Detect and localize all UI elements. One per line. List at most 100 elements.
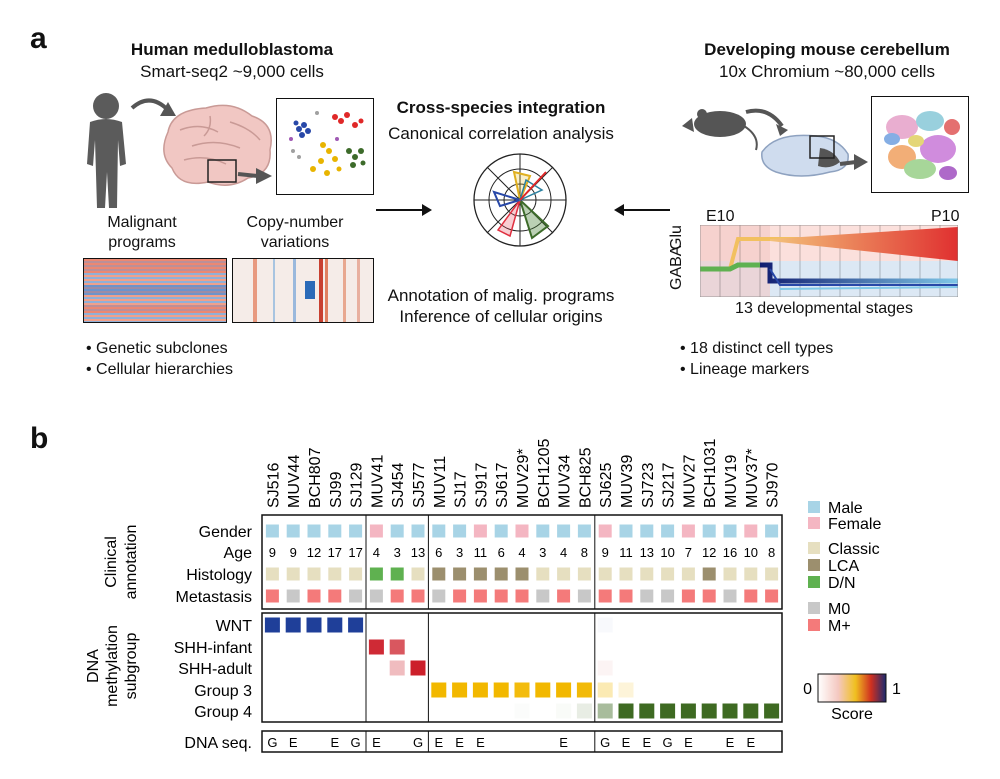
age-cell: 6 [435, 545, 442, 560]
gender-cell [577, 524, 591, 538]
gender-cell [640, 524, 654, 538]
age-cell: 10 [744, 545, 758, 560]
metastasis-cell [598, 589, 612, 603]
mouse-icon [682, 109, 758, 151]
gender-cell [744, 524, 758, 538]
histology-cell [765, 567, 779, 581]
histology-cell [640, 567, 654, 581]
age-cell: 3 [539, 545, 546, 560]
right-bullet-2: • Lineage markers [680, 361, 810, 378]
sample-label: BCH807 [307, 447, 324, 508]
legend-label: Classic [828, 541, 880, 558]
subgroup-score-cell [410, 660, 426, 676]
gender-cell [661, 524, 675, 538]
human-brain-illustration [87, 93, 272, 208]
metastasis-cell [473, 589, 487, 603]
gender-cell [515, 524, 529, 538]
metastasis-cell [744, 589, 758, 603]
gender-cell [702, 524, 716, 538]
e10-label: E10 [706, 208, 735, 225]
sample-label: SJ577 [411, 463, 428, 508]
metastasis-cell [390, 589, 404, 603]
sample-label: SJ970 [765, 463, 782, 508]
age-cell: 12 [702, 545, 716, 560]
right-bullet-1: • 18 distinct cell types [680, 340, 834, 357]
histology-cell [702, 567, 716, 581]
histology-cell [328, 567, 342, 581]
gender-cell [473, 524, 487, 538]
mouse-brain-illustration [682, 108, 868, 177]
left-bullet-2: • Cellular hierarchies [86, 361, 233, 378]
gender-cell [411, 524, 425, 538]
sample-label: BCH1031 [702, 439, 719, 508]
metastasis-cell [723, 589, 737, 603]
subgroup-score-cell [556, 703, 572, 719]
subgroup-score-cell [431, 682, 447, 698]
age-cell: 7 [685, 545, 692, 560]
age-cell: 17 [348, 545, 362, 560]
gender-cell [265, 524, 279, 538]
legend-label: LCA [828, 558, 859, 575]
gender-cell [453, 524, 467, 538]
legend-label: Male [828, 500, 863, 517]
histology-cell [536, 567, 550, 581]
sample-label: MUV39 [619, 455, 636, 508]
developmental-lineage-plot [700, 225, 958, 297]
child-silhouette-icon [87, 93, 126, 208]
histology-cell [557, 567, 571, 581]
age-cell: 11 [619, 545, 633, 560]
dna-seq-cell: G [663, 735, 673, 750]
subgroup-score-cell [576, 703, 592, 719]
age-cell: 13 [640, 545, 654, 560]
subgroup-score-cell [389, 639, 405, 655]
legend-label: M0 [828, 601, 850, 618]
metastasis-cell [619, 589, 633, 603]
legend-swatch [808, 619, 820, 631]
clinical-row-label: Histology [186, 567, 252, 584]
age-cell: 4 [518, 545, 525, 560]
metastasis-cell [286, 589, 300, 603]
malignant-label-2: programs [108, 234, 176, 251]
metastasis-cell [640, 589, 654, 603]
polar-integration-plot [473, 153, 567, 247]
histology-cell [661, 567, 675, 581]
subgroup-score-cell [327, 617, 343, 633]
subgroup-score-cell [556, 682, 572, 698]
human-title: Human medulloblastoma [130, 40, 334, 59]
metastasis-cell [432, 589, 446, 603]
dna-seq-cell: G [413, 735, 423, 750]
dna-seq-cell: G [351, 735, 361, 750]
malignant-programs-heatmap [83, 258, 227, 323]
dna-seq-cell: E [434, 735, 443, 750]
metastasis-cell [557, 589, 571, 603]
histology-cell [681, 567, 695, 581]
subgroup-score-cell [764, 703, 780, 719]
sample-label: SJ917 [473, 463, 490, 508]
section-clinical-label: annotation [123, 525, 140, 600]
subgroup-score-cell [264, 617, 280, 633]
annotation-text: Annotation of malig. programs [387, 286, 615, 305]
glu-label: Glu [668, 225, 685, 250]
histology-cell [453, 567, 467, 581]
legend-label: M+ [828, 618, 851, 635]
sample-label: SJ99 [328, 471, 345, 508]
malignant-label-1: Malignant [107, 214, 177, 231]
sample-label: MUV11 [432, 456, 449, 508]
histology-cell [265, 567, 279, 581]
clinical-row-label: Metastasis [176, 589, 252, 606]
score-label: Score [831, 706, 873, 723]
stages-label: 13 developmental stages [735, 300, 913, 317]
cross-species-title: Cross-species integration [396, 98, 606, 117]
histology-cell [723, 567, 737, 581]
dna-seq-box [261, 730, 783, 753]
mouse-brain-icon [761, 134, 849, 177]
subgroup-score-cell [493, 682, 509, 698]
subgroup-score-cell [389, 660, 405, 676]
sample-label: MUV19 [723, 455, 740, 508]
gaba-label: GABA [668, 245, 685, 290]
cca-subtitle: Canonical correlation analysis [388, 124, 614, 143]
age-cell: 17 [328, 545, 342, 560]
metastasis-cell [411, 589, 425, 603]
subgroup-score-cell [472, 682, 488, 698]
